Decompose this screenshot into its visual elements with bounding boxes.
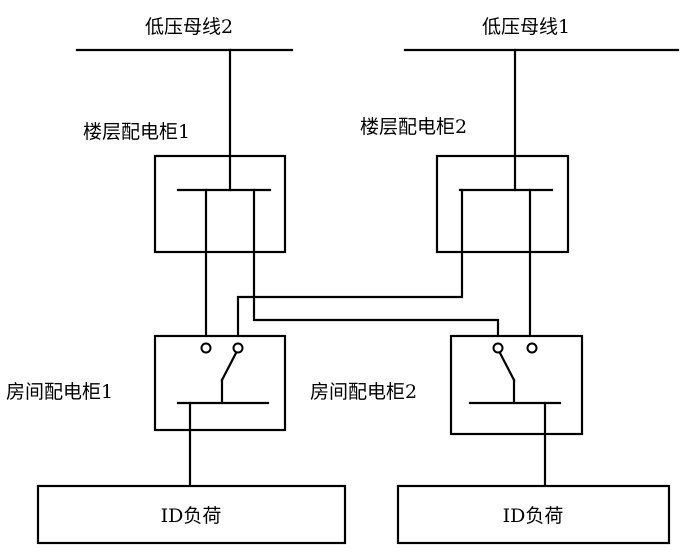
load-left-box xyxy=(36,484,347,545)
floor-panel-1-label: 楼层配电柜1 xyxy=(83,121,190,143)
room-panel-1-label: 房间配电柜1 xyxy=(6,381,113,403)
floor-panel-2-label: 楼层配电柜2 xyxy=(360,116,467,138)
room-panel-1-box xyxy=(153,334,287,432)
cable-fp2-to-rp1-right xyxy=(236,250,464,338)
load-left-label: ID负荷 xyxy=(161,505,222,527)
bus-1-label: 低压母线1 xyxy=(482,16,570,38)
floor-panel-1-box xyxy=(153,154,287,254)
room-panel-2-label: 房间配电柜2 xyxy=(310,381,417,403)
room-panel-2-switch-blade xyxy=(498,351,516,382)
load-right-label: ID负荷 xyxy=(503,505,564,527)
room-panel-1-terminal-b xyxy=(232,342,244,354)
load-right-box xyxy=(396,484,671,545)
room-panel-2-terminal-b xyxy=(526,342,538,354)
bus-2-label: 低压母线2 xyxy=(145,16,233,38)
floor-panel-2-box xyxy=(435,154,570,254)
room-panel-1-terminal-a xyxy=(200,342,212,354)
room-panel-1-switch-blade xyxy=(220,351,238,382)
room-panel-2-box xyxy=(449,334,584,436)
cable-fp1-to-rp2-left xyxy=(252,250,500,338)
room-panel-2-terminal-a xyxy=(492,342,504,354)
